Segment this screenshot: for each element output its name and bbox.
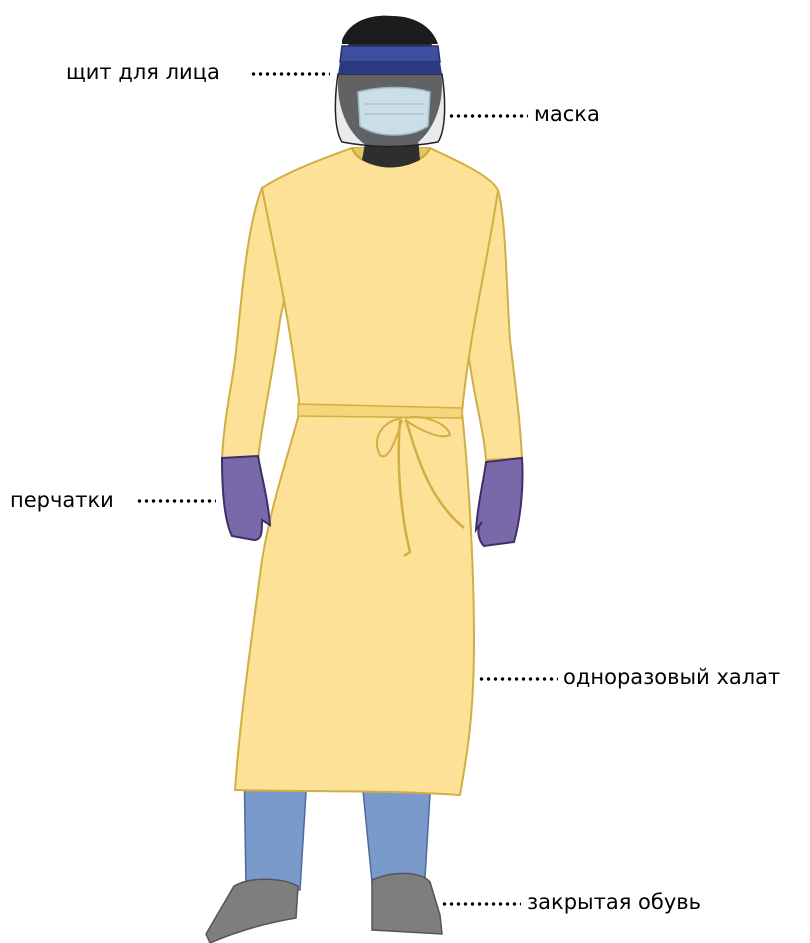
label-gloves: перчатки [10,490,114,511]
face-shield [335,46,444,147]
label-mask: маска [534,104,600,125]
leader-mask [448,114,528,118]
gown [222,148,522,795]
label-shoes: закрытая обувь [527,892,701,913]
leader-shoes [441,902,521,906]
leader-gloves [136,499,216,503]
leader-gown [478,677,558,681]
label-gown: одноразовый халат [563,667,780,688]
leader-face-shield [250,72,330,76]
label-face-shield: щит для лица [66,62,220,83]
shoes [206,873,442,943]
